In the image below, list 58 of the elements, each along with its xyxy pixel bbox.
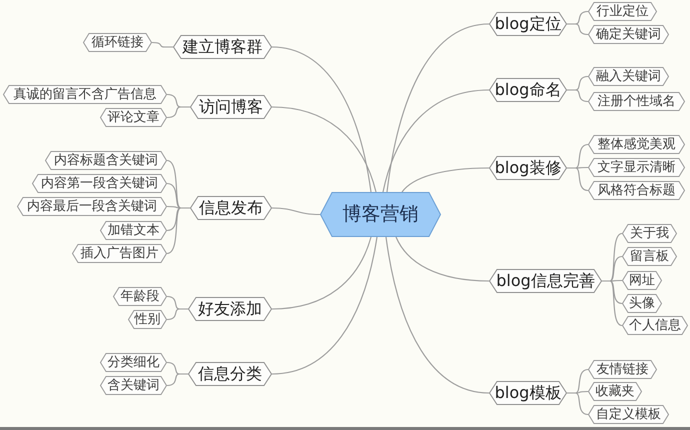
subtopic-hexagon: 性别	[128, 310, 167, 329]
connector-line	[385, 236, 490, 394]
subtopic-hexagon: 内容最后一段含关键词	[17, 197, 167, 216]
subtopic-hexagon: 融入关键词	[588, 67, 669, 86]
subtopic-hexagon: 文字显示清晰	[588, 158, 685, 177]
connector-line	[272, 236, 378, 375]
topic-hexagon: 建立博客群	[173, 35, 272, 59]
subtopic-hexagon: 留言板	[622, 247, 677, 266]
topic-hexagon: blog信息完善	[489, 269, 602, 293]
subtopic-hexagon: 自定义模板	[588, 405, 669, 424]
central-topic-hexagon: 博客营销	[320, 192, 441, 237]
topic-hexagon: 信息分类	[188, 362, 272, 386]
subtopic-hexagon: 关于我	[622, 224, 677, 243]
subtopic-hexagon: 行业定位	[588, 2, 657, 21]
subtopic-hexagon: 注册个性域名	[588, 92, 685, 111]
connector-line	[396, 236, 490, 282]
subtopic-hexagon: 网址	[622, 271, 662, 290]
subtopic-hexagon: 头像	[622, 294, 662, 313]
subtopic-hexagon: 内容第一段含关键词	[32, 174, 167, 193]
topic-hexagon: blog定位	[489, 12, 567, 36]
subtopic-hexagon: 整体感觉美观	[588, 135, 685, 154]
subtopic-hexagon: 确定关键词	[588, 25, 669, 44]
connector-line	[166, 106, 190, 118]
connector-line	[602, 280, 622, 326]
subtopic-hexagon: 收藏夹	[588, 382, 642, 401]
connector-line	[567, 89, 588, 102]
connector-line	[272, 236, 372, 310]
connector-line	[386, 23, 490, 192]
subtopic-hexagon: 真诚的留言不含广告信息	[3, 85, 167, 104]
subtopic-hexagon: 含关键词	[100, 376, 167, 395]
subtopic-hexagon: 友情链接	[588, 360, 657, 379]
topic-hexagon: blog模板	[489, 381, 567, 405]
connector-line	[382, 89, 490, 192]
connector-line	[166, 308, 188, 320]
subtopic-hexagon: 风格符合标题	[588, 181, 685, 200]
connector-line	[567, 23, 588, 36]
connector-line	[272, 106, 377, 192]
topic-hexagon: blog命名	[489, 78, 567, 102]
connector-line	[272, 46, 372, 192]
subtopic-hexagon: 插入广告图片	[72, 244, 167, 263]
subtopic-hexagon: 个人信息	[622, 316, 688, 335]
topic-hexagon: blog装修	[489, 156, 567, 180]
subtopic-hexagon: 分类细化	[100, 353, 167, 372]
topic-hexagon: 信息发布	[190, 196, 272, 220]
subtopic-hexagon: 年龄段	[113, 287, 167, 306]
connector-line	[402, 167, 489, 192]
subtopic-hexagon: 加错文本	[100, 221, 167, 240]
connector-line	[152, 42, 173, 48]
connector-line	[166, 373, 188, 386]
subtopic-hexagon: 循环链接	[83, 33, 152, 52]
connector-line	[272, 207, 320, 216]
topic-hexagon: 好友添加	[188, 297, 272, 321]
subtopic-hexagon: 内容标题含关键词	[45, 151, 167, 170]
connector-line	[567, 392, 588, 416]
topic-hexagon: 访问博客	[190, 95, 272, 119]
connector-line	[166, 207, 190, 254]
connector-line	[567, 167, 588, 192]
subtopic-hexagon: 评论文章	[100, 108, 167, 127]
